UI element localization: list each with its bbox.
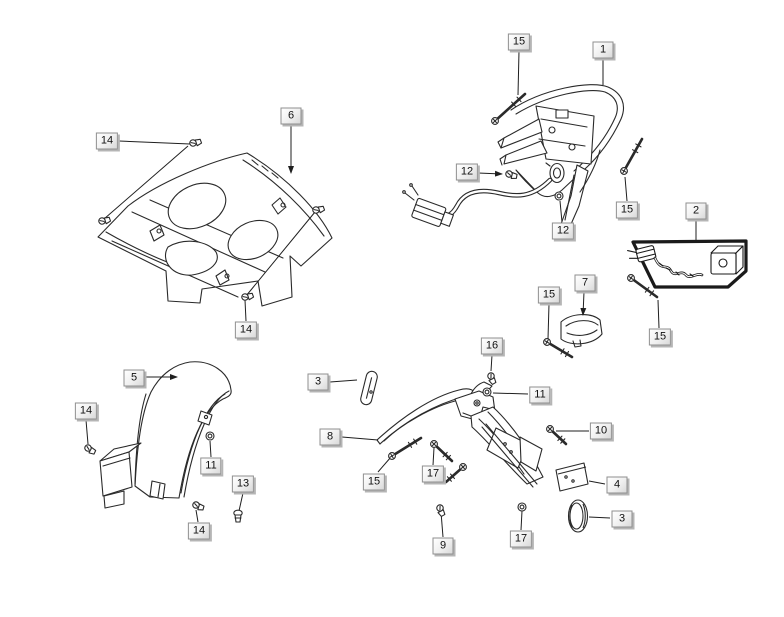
leader-line-3 [329,379,358,383]
callout-4[interactable]: 4 [606,476,628,494]
nut-icon [554,191,564,201]
leader-line-14 [85,419,89,445]
rivet-icon [192,501,205,511]
rivet-icon [189,138,203,147]
clip-icon [233,509,243,523]
callout-9[interactable]: 9 [432,537,454,555]
callout-16[interactable]: 16 [480,337,504,355]
nut-icon [517,502,527,512]
reflector-strip-drawing [360,370,378,406]
screw-icon [430,440,454,463]
hardware-fasteners [84,92,659,523]
callout-15[interactable]: 15 [362,473,386,491]
leader-line-15 [657,299,660,329]
callout-6[interactable]: 6 [280,107,302,125]
callout-11[interactable]: 11 [529,386,551,404]
callout-15[interactable]: 15 [615,201,639,219]
inner-fender-panel-drawing [97,152,333,307]
callout-2[interactable]: 2 [685,202,707,220]
leader-line-12 [477,170,503,177]
screw-icon [491,92,527,125]
callout-14[interactable]: 14 [74,402,98,420]
callout-12[interactable]: 12 [551,222,575,240]
leader-line-8 [341,436,379,441]
leader-line-4 [588,480,606,485]
taillight-wiring-cable-drawing [402,177,553,227]
leader-line-12 [559,200,563,223]
screw-icon [620,137,644,175]
rear-mudguard-drawing [99,361,232,509]
tail-cover-drawing [560,314,603,348]
leader-line-7 [580,291,587,316]
leader-line-14 [245,211,316,297]
callout-15[interactable]: 15 [537,286,561,304]
screw-icon [444,463,467,484]
callout-17[interactable]: 17 [421,465,445,483]
leader-line-17 [520,510,523,531]
rivet-icon [312,205,326,214]
nut-icon [205,431,215,441]
rivet-icon [436,504,446,517]
callout-5[interactable]: 5 [123,369,145,387]
callout-17[interactable]: 17 [509,530,533,548]
callout-12[interactable]: 12 [455,163,479,181]
leader-line-11 [209,440,212,458]
callout-13[interactable]: 13 [231,475,255,493]
rivet-icon [505,170,518,180]
leader-line-17 [432,447,435,466]
screw-icon [627,274,659,299]
leader-line-15 [377,456,392,473]
callout-14[interactable]: 14 [234,321,258,339]
screw-icon [388,436,423,460]
tail-cowl-assembly-drawing [497,84,625,232]
callout-1[interactable]: 1 [592,41,614,59]
callout-3[interactable]: 3 [307,373,329,391]
reflector-round-drawing [567,499,589,533]
leader-line-15 [624,176,628,202]
rivet-icon [98,216,112,225]
leader-line-16 [490,354,493,372]
callout-14[interactable]: 14 [95,132,119,150]
kit-relay-icon [710,245,744,275]
leader-line-14 [103,145,189,220]
rivet-icon [84,444,97,455]
nut-icon [482,387,492,397]
leader-line-15 [517,50,520,96]
leader-lines [85,50,697,538]
leader-line-11 [492,392,529,395]
leader-line-14 [244,299,247,322]
screw-icon [546,425,568,446]
screw-icon [543,338,574,359]
kit-connector-icon [627,245,657,263]
leader-line-14 [118,140,191,145]
rivet-icon [487,372,497,385]
callout-8[interactable]: 8 [319,428,341,446]
callout-3[interactable]: 3 [611,510,633,528]
callout-15[interactable]: 15 [648,328,672,346]
wiring-kit-box-drawing [627,239,748,289]
leader-line-13 [238,492,244,512]
leader-line-3 [588,516,611,519]
callout-14[interactable]: 14 [187,522,211,540]
rivet-icon [241,292,255,301]
leader-line-14 [195,509,199,523]
leader-line-15 [547,303,550,340]
rear-fender-assembly-drawing [376,381,544,488]
callout-15[interactable]: 15 [507,33,531,51]
callout-11[interactable]: 11 [200,457,222,475]
plate-bracket-drawing [555,462,589,492]
callout-10[interactable]: 10 [589,422,613,440]
callout-7[interactable]: 7 [574,274,596,292]
